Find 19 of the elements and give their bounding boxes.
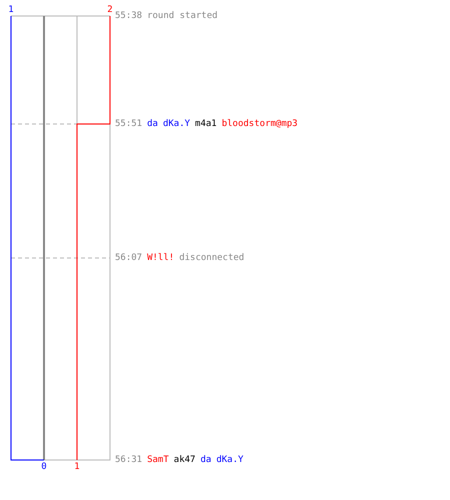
player-name: W!ll! — [147, 253, 174, 264]
event-text: disconnected — [179, 253, 244, 264]
timestamp: 55:51 — [115, 119, 142, 130]
track-number: 1 — [8, 5, 14, 15]
timestamp: 56:07 — [115, 253, 142, 264]
player-name: dKa.Y — [216, 455, 244, 466]
player-name: dKa.Y — [162, 119, 190, 130]
weapon-name: ak47 — [174, 455, 196, 466]
team-tag: da — [147, 119, 158, 130]
timestamp: 55:38 — [115, 11, 142, 22]
event-text: round started — [147, 11, 218, 22]
track-number: 0 — [41, 462, 47, 472]
player-name: bloodstorm@mp3 — [222, 119, 298, 130]
team-tag: da — [200, 455, 212, 466]
track-number: 1 — [74, 462, 80, 472]
track-number: 2 — [107, 5, 113, 15]
timestamp: 56:31 — [115, 455, 142, 466]
player-name: SamT — [147, 455, 169, 466]
weapon-name: m4a1 — [195, 119, 217, 130]
